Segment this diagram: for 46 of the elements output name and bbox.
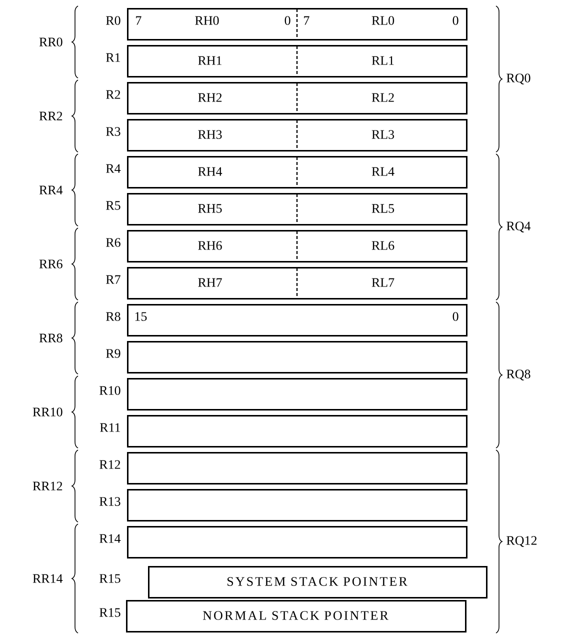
register-box: NORMAL STACK POINTER	[126, 600, 466, 632]
register-name: R12	[100, 460, 120, 469]
register-box	[127, 341, 468, 374]
register-name: R6	[106, 238, 120, 247]
register-name: R3	[106, 127, 120, 136]
register-box: RH1 RL1	[127, 45, 468, 78]
register-box: RH4 RL4	[127, 156, 468, 188]
register-pair-label: RR10	[32, 408, 62, 416]
register-pair-label: RR6	[39, 260, 62, 268]
register-pair-label: RR12	[32, 482, 62, 490]
register-box	[127, 489, 468, 522]
register-box	[127, 452, 468, 484]
register-name: R13	[100, 497, 120, 506]
register-box: 15 0	[127, 304, 468, 336]
register-box	[127, 415, 468, 448]
register-name: R4	[106, 164, 121, 173]
register-quad-label: RQ4	[506, 222, 531, 232]
register-name: R0	[106, 16, 120, 25]
register-box: RH6 RL6	[127, 230, 468, 262]
register-name: R9	[106, 349, 120, 358]
register-name: R2	[106, 90, 120, 99]
register-pair-label: RR2	[39, 112, 62, 120]
register-name: R8	[106, 312, 120, 321]
register-name: R5	[106, 201, 120, 210]
register-name: R1	[106, 53, 120, 62]
register-box: SYSTEM STACK POINTER	[148, 566, 488, 598]
register-name: R7	[106, 275, 120, 284]
register-pair-label: RR8	[39, 334, 62, 342]
register-name: R10	[100, 386, 120, 395]
register-quad-label: RQ0	[506, 74, 530, 84]
register-name: R11	[100, 423, 120, 432]
register-box: RH2 RL2	[127, 82, 468, 114]
register-name: R15	[100, 608, 120, 617]
register-box: RH3 RL3	[127, 119, 468, 152]
register-box: RH7 RL7	[127, 267, 468, 300]
register-box: 7 RH0 0 7 RL0 0	[127, 8, 468, 40]
register-name: R15	[100, 574, 120, 583]
register-pair-label: RR0	[39, 38, 62, 46]
register-quad-label: RQ8	[506, 370, 530, 380]
register-box	[127, 378, 468, 410]
register-pair-label: RR4	[39, 186, 63, 194]
register-name: R14	[100, 534, 121, 543]
register-box	[127, 526, 468, 558]
register-pair-label: RR14	[32, 574, 63, 583]
register-quad-label: RQ12	[506, 536, 537, 547]
register-box: RH5 RL5	[127, 193, 468, 226]
